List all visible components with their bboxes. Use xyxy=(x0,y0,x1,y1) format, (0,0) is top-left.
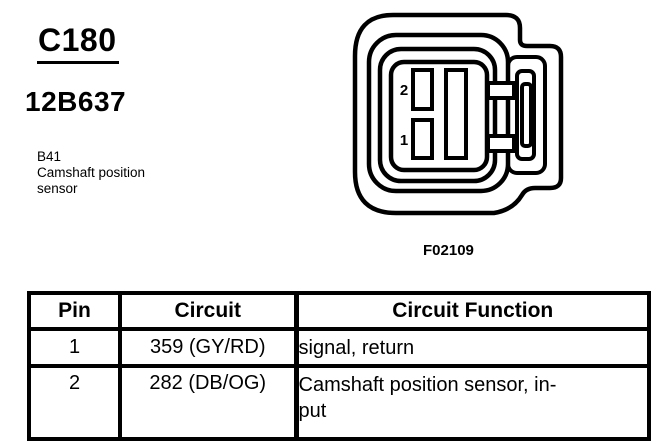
circuit-function-cell: signal, return xyxy=(293,327,651,368)
circuit-cell: 359 (GY/RD) xyxy=(118,327,298,368)
latch-link-bottom xyxy=(486,134,516,153)
table-row-pin-1: 1 359 (GY/RD) signal, return xyxy=(27,327,651,368)
connector-outer-outline xyxy=(352,12,564,216)
connector-face-diagram: 2 1 xyxy=(352,12,564,216)
pin-2-slot xyxy=(411,68,434,111)
pin-1-label: 1 xyxy=(400,132,408,149)
pinout-table: Pin Circuit Circuit Function 1 359 (GY/R… xyxy=(27,291,651,441)
pin-cell: 2 xyxy=(27,364,122,441)
circuit-cell: 282 (DB/OG) xyxy=(118,364,298,441)
table-row-pin-2: 2 282 (DB/OG) Camshaft position sensor, … xyxy=(27,364,651,441)
pin-1-slot xyxy=(411,118,434,160)
col-header-circuit-function: Circuit Function xyxy=(293,291,651,331)
latch-link-top xyxy=(486,81,516,100)
table-header-row: Pin Circuit Circuit Function xyxy=(27,291,651,331)
pin-cell: 1 xyxy=(27,327,122,368)
col-header-pin: Pin xyxy=(27,291,122,331)
latch-outer xyxy=(506,55,547,175)
component-id: B41 xyxy=(37,149,62,164)
connector-inner-outline xyxy=(377,46,498,184)
component-label: B41 Camshaft position sensor xyxy=(37,149,145,197)
col-header-circuit: Circuit xyxy=(118,291,298,331)
connector-id-underline xyxy=(37,61,119,64)
latch-bar xyxy=(520,82,533,148)
circuit-function-cell: Camshaft position sensor, in- put xyxy=(293,364,651,441)
pin-2-label: 2 xyxy=(400,82,408,99)
connector-id-heading: C180 xyxy=(38,22,117,58)
key-slot xyxy=(444,68,468,160)
latch-inner xyxy=(515,69,536,161)
component-name: Camshaft position sensor xyxy=(37,165,146,196)
connector-cavity-outline xyxy=(388,59,490,173)
part-number: 12B637 xyxy=(25,86,127,117)
figure-code: F02109 xyxy=(423,242,474,259)
